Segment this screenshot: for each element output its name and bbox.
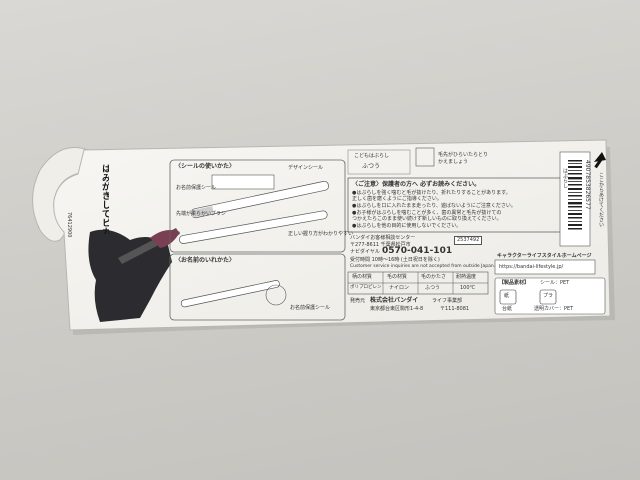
character-accent — [150, 230, 180, 248]
caution-line-6: ●はぶらしを他の目的に使用しないでください。 — [352, 223, 462, 229]
toothbrush-drawing-3 — [180, 280, 280, 308]
center-postal: 〒277-8611 千葉県松戸市 — [350, 242, 411, 248]
barcode — [568, 160, 582, 230]
website-bar — [494, 259, 596, 275]
recycle-cover: 透明カバー：PET — [534, 306, 574, 312]
hours: 受付時間 10時～16時 (土日祝日を除く) — [350, 257, 440, 263]
hardness-box — [347, 149, 411, 175]
open-arrow-icon — [594, 152, 606, 162]
table-value-4: 100℃ — [460, 285, 476, 291]
website-url: https://bandai-lifestyle.jp/ — [499, 264, 564, 270]
character-illustration — [88, 229, 172, 322]
recycle-paper-mark — [499, 289, 517, 305]
recycle-title: 【製品素材】 — [499, 280, 530, 286]
caution-title: 〈ご注意〉保護者の方へ 必ずお読みください。 — [352, 181, 481, 188]
design-seal-sheet — [211, 174, 275, 190]
center-name: バンダイお客様相談センター — [350, 235, 416, 241]
bristle-note: 毛先がひらいたらとりかえましょう — [438, 152, 489, 165]
design-seal-label: デザインシール — [288, 165, 324, 171]
caution-line-2: 正しく歯を磨くようにご指導ください。 — [352, 196, 442, 202]
table-header-1: 柄の材質 — [352, 274, 373, 280]
table-header-4: 耐熱温度 — [456, 274, 477, 280]
tear-note: ここからあけてください — [598, 172, 604, 227]
recycle-plastic: プラ — [543, 293, 554, 299]
recycle-board: 台紙 — [502, 306, 513, 312]
soft-tip-label: 先端が柔らかいブラシ — [176, 211, 226, 217]
catch-copy: はみがきしてピカピカの歯になろう！ — [100, 164, 109, 234]
recycle-paper: 紙 — [504, 293, 510, 299]
hardness-value: ふつう — [362, 163, 381, 170]
website-label: キャラクターライフスタイルホームページ — [497, 253, 592, 259]
phone-label: ナビダイヤル — [350, 249, 380, 255]
seller-label: 発売元 — [350, 298, 366, 304]
recycle-box — [494, 277, 606, 315]
flat-grip-label: 正しい握り方がわかりやすい — [288, 231, 354, 237]
caution-line-3: ●はぶらしを口に入れたまま走ったり、遊ばないようにご注意ください。 — [352, 203, 516, 209]
table-header-3: 毛のかたさ — [421, 274, 447, 280]
seal-section-box — [169, 159, 346, 253]
code-box: 2537492 — [454, 236, 483, 245]
hardness-label: こどもはぶらし — [354, 153, 390, 159]
seller-name: 株式会社バンダイ — [370, 297, 419, 304]
product-code: 76412900 — [66, 212, 72, 238]
recycle-plastic-mark — [539, 289, 557, 305]
hand-drawing — [265, 284, 287, 306]
toothbrush-drawing-2 — [179, 210, 328, 244]
postal: 〒111-8081 — [440, 306, 470, 312]
name-section-title: 〈お名前のいれかた〉 — [175, 257, 236, 264]
caution-line-5: つかえたらこのまま使い続けず新しいものに取り換えてください。 — [352, 216, 502, 222]
table-value-3: ふつう — [425, 285, 441, 291]
vertical-code: はぶらし — [562, 168, 568, 188]
barcode-digits: 4907853826577 — [584, 160, 591, 210]
caution-line-4: ●お子様がはぶらしを噛むことが多く、歯の異常と毛先が抜けての — [352, 210, 502, 216]
toothbrush-drawing-1 — [190, 180, 329, 219]
table-header-2: 毛の材質 — [387, 274, 408, 280]
name-seal-label: お名前保護シール — [176, 185, 217, 191]
table-value-1: ポリプロピレン — [350, 285, 382, 290]
seal-section-title: 〈シールの使いかた〉 — [175, 163, 236, 170]
recycle-seal: シール：PET — [540, 280, 570, 286]
phone-number: 0570-041-101 — [382, 246, 453, 256]
bristle-icon-box — [415, 147, 435, 167]
table-value-2: ナイロン — [389, 285, 410, 291]
name-protect-label: お名前保護シール — [290, 305, 331, 311]
seller-division: ライフ事業部 — [432, 298, 463, 304]
overseas-note: Customer service inquiries are not accep… — [350, 264, 496, 269]
caution-line-1: ●はぶらしを強く噛むと毛が抜けたり、折れたりすることがあります。 — [352, 190, 511, 196]
address: 東京都台東区駒形1-4-8 — [370, 306, 424, 312]
name-section-box — [169, 253, 346, 321]
card — [53, 139, 611, 331]
